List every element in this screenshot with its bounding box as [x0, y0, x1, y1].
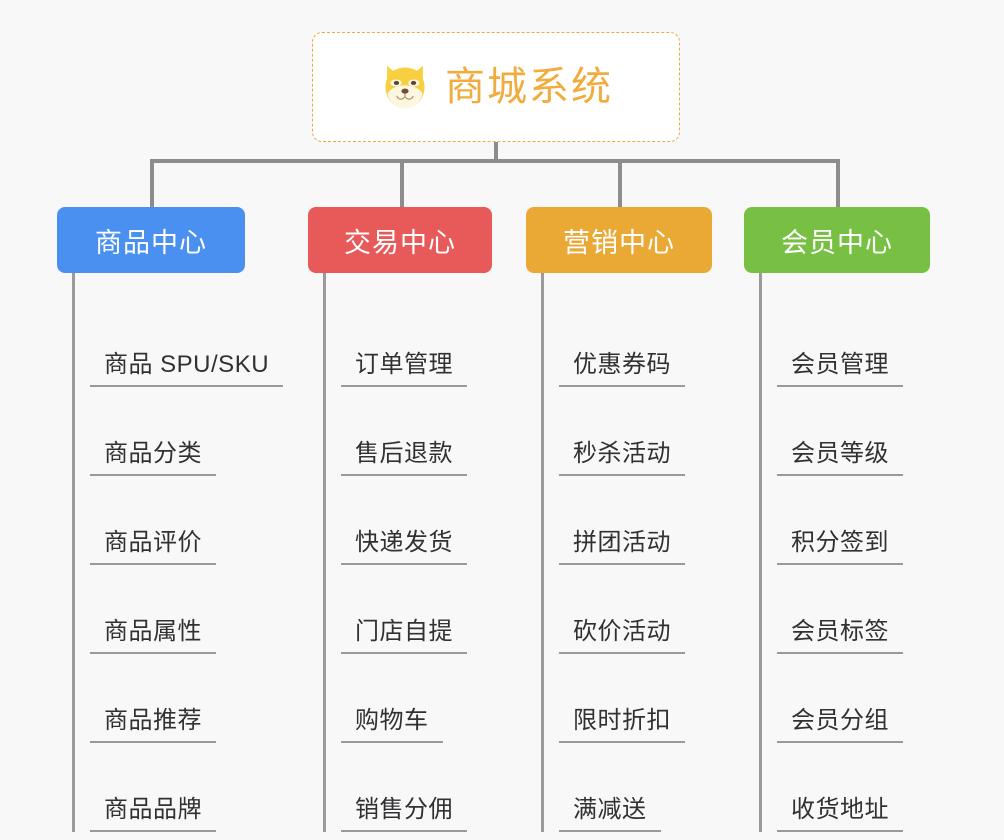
leaf-item[interactable]: 满减送 — [526, 743, 746, 832]
leaf-item[interactable]: 积分签到 — [744, 476, 964, 565]
leaf-item[interactable]: 商品属性 — [57, 565, 293, 654]
connector-horizontal-bus — [150, 159, 840, 163]
branch-column-1: 商品中心 商品 SPU/SKU 商品分类 商品评价 商品属性 商品推荐 商品品牌 — [57, 207, 293, 832]
leaf-label: 商品品牌 — [104, 796, 202, 823]
connector-branch-stem-4 — [836, 159, 840, 209]
leaf-label: 订单管理 — [355, 351, 453, 378]
connector-branch-stem-3 — [618, 159, 622, 209]
leaf-label: 会员管理 — [791, 351, 889, 378]
leaf-item[interactable]: 砍价活动 — [526, 565, 746, 654]
leaf-item[interactable]: 秒杀活动 — [526, 387, 746, 476]
leaf-label: 商品 SPU/SKU — [104, 351, 270, 378]
leaf-item[interactable]: 订单管理 — [308, 298, 528, 387]
leaf-item[interactable]: 快递发货 — [308, 476, 528, 565]
leaf-label: 优惠券码 — [573, 351, 671, 378]
shiba-dog-face-icon — [385, 65, 425, 109]
leaf-item[interactable]: 会员管理 — [744, 298, 964, 387]
leaf-list-3: 优惠券码 秒杀活动 拼团活动 砍价活动 限时折扣 满减送 — [526, 273, 746, 832]
leaf-item[interactable]: 会员等级 — [744, 387, 964, 476]
branch-column-3: 营销中心 优惠券码 秒杀活动 拼团活动 砍价活动 限时折扣 满减送 — [526, 207, 746, 832]
leaf-label: 积分签到 — [791, 529, 889, 556]
leaf-item[interactable]: 门店自提 — [308, 565, 528, 654]
branch-spine-2 — [323, 273, 326, 832]
leaf-label: 会员标签 — [791, 618, 889, 645]
branch-header-4[interactable]: 会员中心 — [744, 207, 930, 273]
root-node-shop-system[interactable]: 商城系统 — [312, 32, 680, 142]
branch-header-label: 商品中心 — [95, 227, 207, 258]
branch-column-4: 会员中心 会员管理 会员等级 积分签到 会员标签 会员分组 收货地址 — [744, 207, 964, 832]
leaf-item[interactable]: 会员分组 — [744, 654, 964, 743]
leaf-label: 秒杀活动 — [573, 440, 671, 467]
leaf-list-2: 订单管理 售后退款 快递发货 门店自提 购物车 销售分佣 — [308, 273, 528, 832]
leaf-list-4: 会员管理 会员等级 积分签到 会员标签 会员分组 收货地址 — [744, 273, 964, 832]
root-node-title: 商城系统 — [445, 65, 613, 109]
leaf-label: 商品评价 — [104, 529, 202, 556]
leaf-item[interactable]: 会员标签 — [744, 565, 964, 654]
connector-branch-stem-1 — [150, 159, 154, 209]
leaf-label: 商品推荐 — [104, 707, 202, 734]
leaf-item[interactable]: 拼团活动 — [526, 476, 746, 565]
branch-header-2[interactable]: 交易中心 — [308, 207, 492, 273]
leaf-label: 销售分佣 — [355, 796, 453, 823]
leaf-label: 会员分组 — [791, 707, 889, 734]
leaf-item[interactable]: 售后退款 — [308, 387, 528, 476]
leaf-label: 拼团活动 — [573, 529, 671, 556]
leaf-label: 限时折扣 — [573, 707, 671, 734]
leaf-item[interactable]: 商品分类 — [57, 387, 293, 476]
leaf-item[interactable]: 优惠券码 — [526, 298, 746, 387]
leaf-label: 门店自提 — [355, 618, 453, 645]
leaf-label: 快递发货 — [355, 529, 453, 556]
branch-spine-1 — [72, 273, 75, 832]
branch-header-label: 营销中心 — [563, 227, 675, 258]
leaf-label: 满减送 — [573, 796, 647, 823]
connector-root-stem — [494, 142, 498, 162]
branch-header-label: 会员中心 — [781, 227, 893, 258]
branch-spine-4 — [759, 273, 762, 832]
leaf-item[interactable]: 商品品牌 — [57, 743, 293, 832]
leaf-list-1: 商品 SPU/SKU 商品分类 商品评价 商品属性 商品推荐 商品品牌 — [57, 273, 293, 832]
leaf-label: 砍价活动 — [573, 618, 671, 645]
branch-spine-3 — [541, 273, 544, 832]
leaf-item[interactable]: 购物车 — [308, 654, 528, 743]
connector-branch-stem-2 — [400, 159, 404, 209]
branch-header-3[interactable]: 营销中心 — [526, 207, 712, 273]
branch-header-1[interactable]: 商品中心 — [57, 207, 245, 273]
leaf-item[interactable]: 收货地址 — [744, 743, 964, 832]
branch-column-2: 交易中心 订单管理 售后退款 快递发货 门店自提 购物车 销售分佣 — [308, 207, 528, 832]
leaf-label: 商品属性 — [104, 618, 202, 645]
leaf-item[interactable]: 商品推荐 — [57, 654, 293, 743]
branch-header-label: 交易中心 — [344, 227, 456, 258]
leaf-label: 售后退款 — [355, 440, 453, 467]
leaf-label: 商品分类 — [104, 440, 202, 467]
leaf-label: 会员等级 — [791, 440, 889, 467]
leaf-item[interactable]: 限时折扣 — [526, 654, 746, 743]
leaf-item[interactable]: 销售分佣 — [308, 743, 528, 832]
leaf-label: 购物车 — [355, 707, 429, 734]
leaf-item[interactable]: 商品评价 — [57, 476, 293, 565]
leaf-label: 收货地址 — [791, 796, 889, 823]
leaf-item[interactable]: 商品 SPU/SKU — [57, 298, 293, 387]
